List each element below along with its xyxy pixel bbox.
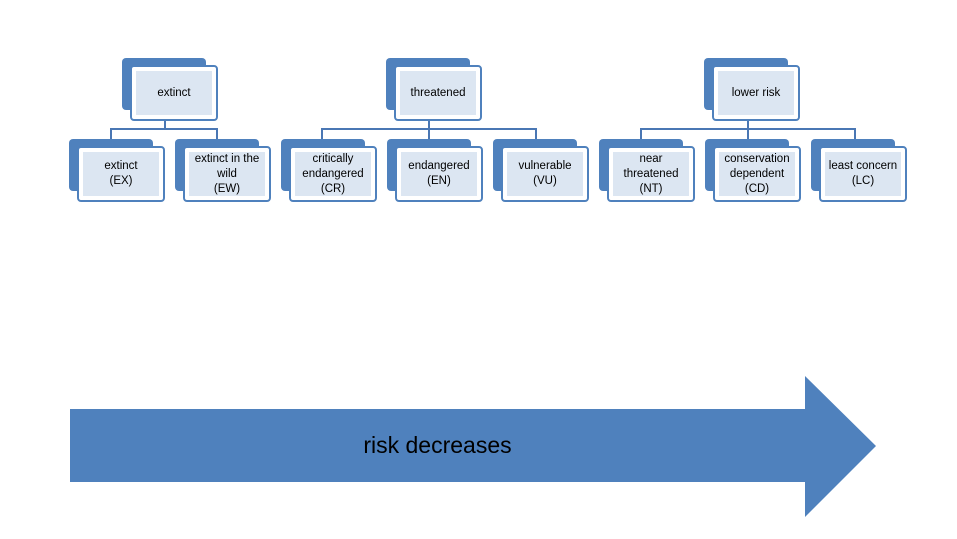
node-critically-endangered-cr: critically endangered (CR) xyxy=(281,139,377,203)
node-label: near threatened (NT) xyxy=(623,152,679,195)
connector xyxy=(747,128,749,139)
node-near-threatened-nt: near threatened (NT) xyxy=(599,139,695,203)
node-vulnerable-vu: vulnerable (VU) xyxy=(493,139,589,203)
node-label: extinct xyxy=(157,86,191,99)
connector xyxy=(428,121,430,129)
node-label: critically endangered (CR) xyxy=(302,152,364,195)
node-label: endangered (EN) xyxy=(408,160,470,187)
connector xyxy=(110,128,218,130)
connector xyxy=(747,121,749,129)
node-endangered-en: endangered (EN) xyxy=(387,139,483,203)
node-label: extinct (EX) xyxy=(104,160,138,187)
node-label: extinct in the wild (EW) xyxy=(194,152,260,195)
node-label: threatened xyxy=(410,86,466,99)
node-label: least concern (LC) xyxy=(828,160,898,187)
node-label: vulnerable (VU) xyxy=(518,160,572,187)
node-label: lower risk xyxy=(731,86,781,99)
node-threatened-category: threatened xyxy=(386,58,482,122)
connector xyxy=(164,121,166,129)
connector xyxy=(428,128,430,139)
connector xyxy=(854,128,856,139)
connector xyxy=(216,128,218,139)
node-conservation-dependent-cd: conservation dependent (CD) xyxy=(705,139,801,203)
node-extinct-in-the-wild-ew: extinct in the wild (EW) xyxy=(175,139,271,203)
node-extinct-category: extinct xyxy=(122,58,218,122)
connector xyxy=(110,128,112,139)
node-label: conservation dependent (CD) xyxy=(724,152,790,195)
risk-arrow-shape xyxy=(70,376,876,517)
node-least-concern-lc: least concern (LC) xyxy=(811,139,907,203)
node-extinct-ex: extinct (EX) xyxy=(69,139,165,203)
connector xyxy=(640,128,642,139)
connector xyxy=(535,128,537,139)
node-lower-risk-category: lower risk xyxy=(704,58,800,122)
arrow-label: risk decreases xyxy=(363,431,512,458)
connector xyxy=(321,128,323,139)
